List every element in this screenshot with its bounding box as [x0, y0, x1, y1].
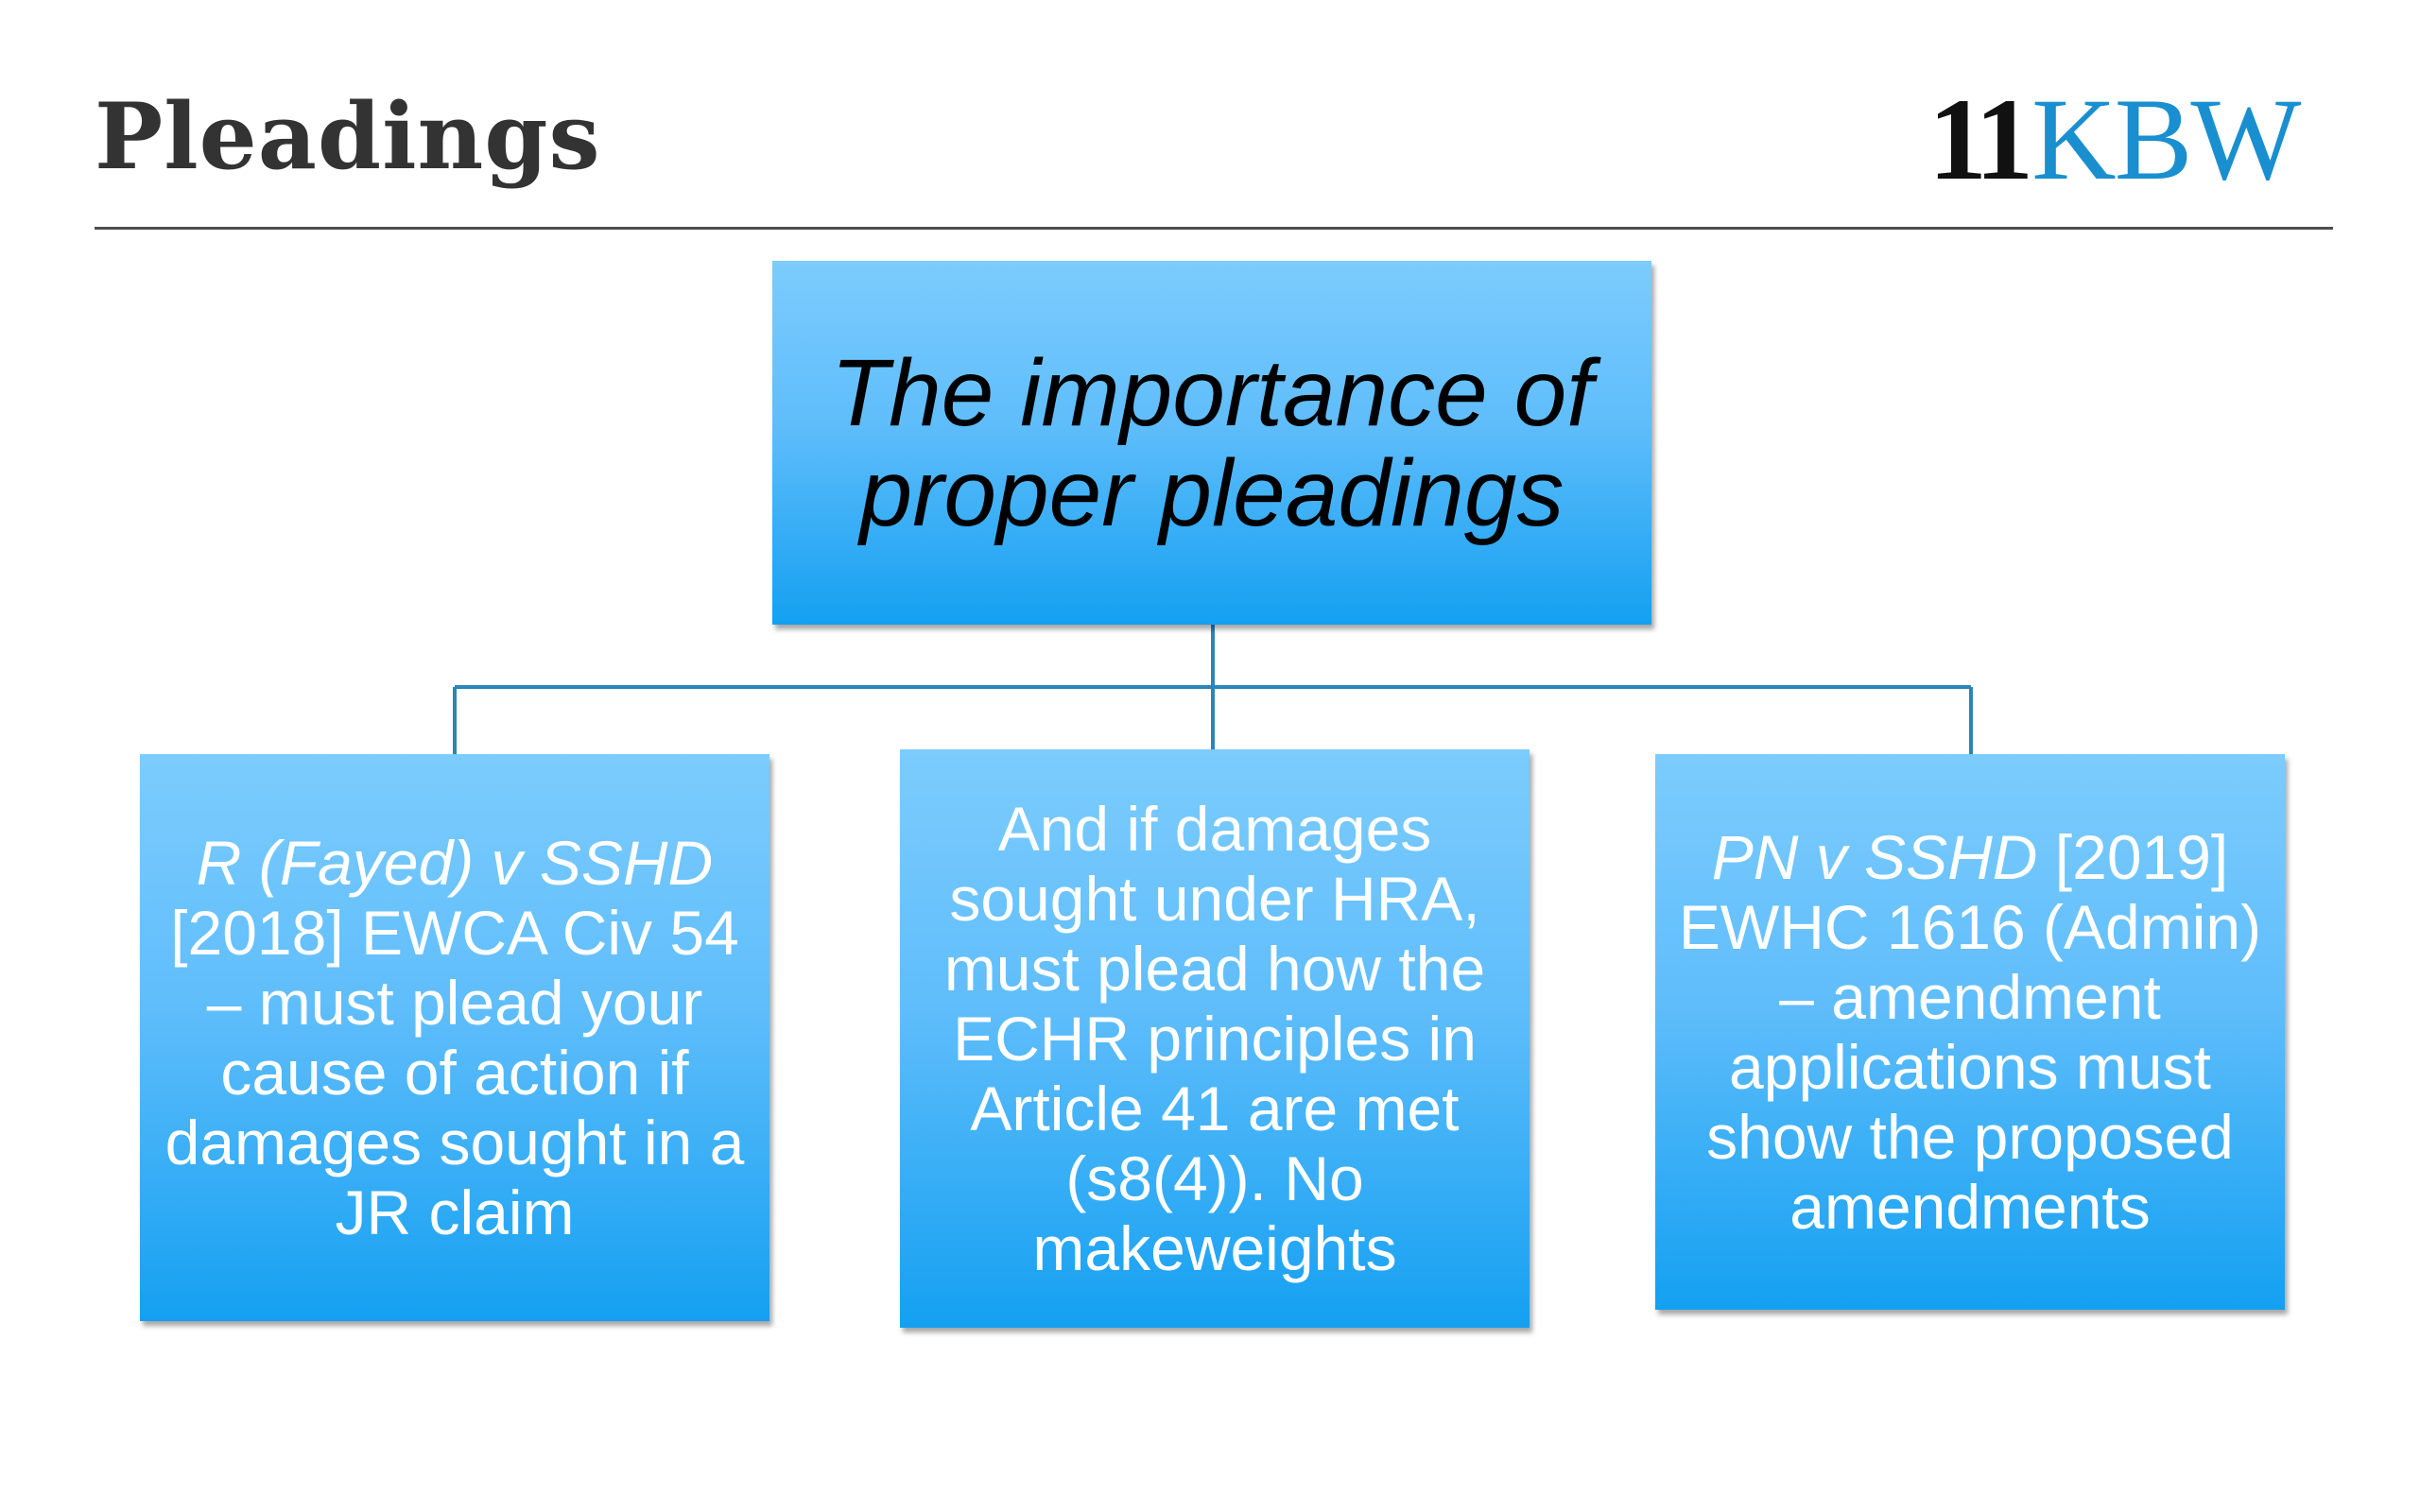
case-name-fayed: R (Fayed) v SSHD: [196, 828, 714, 898]
root-node-text: The importance of proper pleadings: [831, 339, 1593, 546]
firm-logo: 11KBW: [1928, 81, 2301, 198]
child-node-fayed-text: R (Fayed) v SSHD [2018] EWCA Civ 54 – mu…: [147, 828, 762, 1247]
title-divider: [95, 227, 2333, 230]
child-node-hra-damages-text: And if damages sought under HRA, must pl…: [908, 794, 1522, 1283]
child-node-hra-damages: And if damages sought under HRA, must pl…: [900, 749, 1530, 1328]
child-node-fayed: R (Fayed) v SSHD [2018] EWCA Civ 54 – mu…: [140, 754, 769, 1321]
child-node-hra-damages-body: And if damages sought under HRA, must pl…: [943, 794, 1486, 1283]
logo-number: 11: [1928, 75, 2033, 204]
child-node-pn: PN v SSHD [2019] EWHC 1616 (Admin) – ame…: [1655, 754, 2285, 1310]
child-node-fayed-body: [2018] EWCA Civ 54 – must plead your cau…: [164, 898, 745, 1247]
child-node-pn-body: [2019] EWHC 1616 (Admin) – amendment app…: [1678, 822, 2262, 1242]
page-title: Pleadings: [95, 83, 601, 190]
case-name-pn: PN v SSHD: [1711, 822, 2038, 892]
child-node-pn-text: PN v SSHD [2019] EWHC 1616 (Admin) – ame…: [1663, 822, 2277, 1242]
root-node: The importance of proper pleadings: [772, 261, 1651, 625]
logo-text: KBW: [2031, 75, 2301, 204]
